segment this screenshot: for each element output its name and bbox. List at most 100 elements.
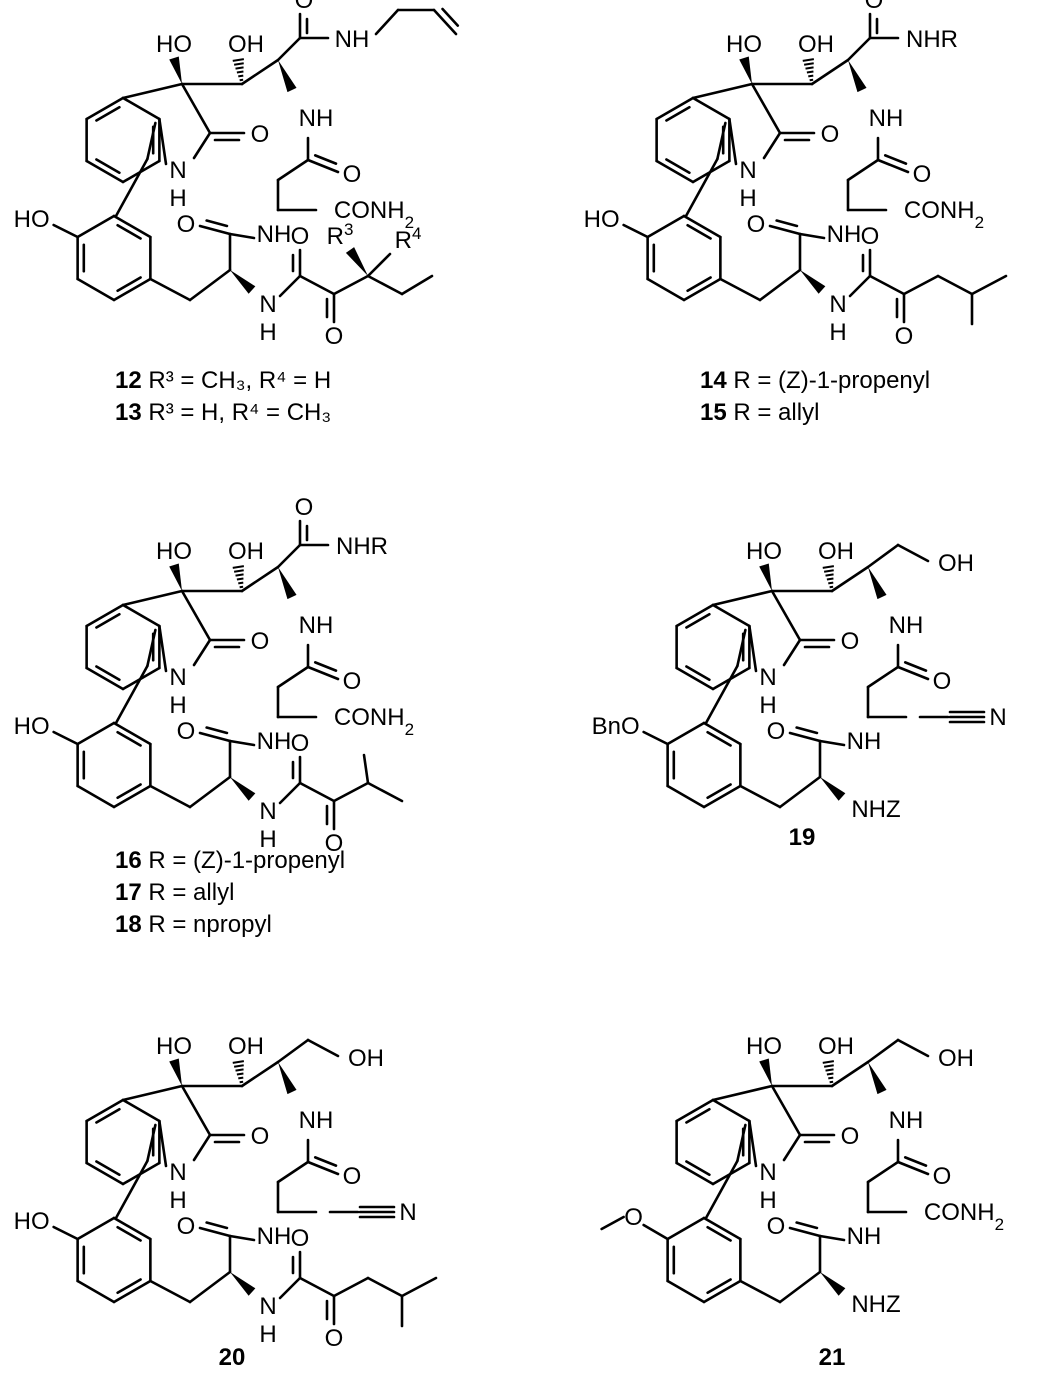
compound-number: 16 bbox=[115, 847, 142, 874]
bond bbox=[936, 274, 974, 296]
bond bbox=[121, 96, 161, 121]
aromatic-bond bbox=[706, 783, 732, 800]
bond bbox=[121, 82, 184, 100]
bond bbox=[666, 721, 706, 746]
bond bbox=[758, 268, 802, 302]
aromatic-bond bbox=[685, 665, 711, 682]
bond bbox=[810, 58, 850, 86]
aromatic-bond bbox=[706, 730, 732, 747]
bond bbox=[188, 1270, 232, 1304]
compound-number: 13 bbox=[115, 399, 142, 426]
bond bbox=[240, 58, 280, 86]
bond bbox=[739, 784, 782, 809]
acyl-n: N bbox=[259, 1293, 276, 1320]
compound-number: 18 bbox=[115, 911, 142, 938]
bond bbox=[642, 1223, 669, 1241]
keto-o-2: O bbox=[325, 323, 344, 350]
acyl-h: H bbox=[259, 826, 276, 853]
double-bond bbox=[883, 154, 908, 165]
amide-nhr: NHR bbox=[336, 533, 388, 560]
double-bond bbox=[313, 661, 338, 672]
c3-hydroxyl: HO bbox=[156, 31, 192, 58]
compound-definition: R = allyl bbox=[727, 399, 820, 426]
wedge-bond bbox=[278, 567, 297, 600]
bond bbox=[228, 1234, 256, 1242]
bond bbox=[114, 664, 149, 725]
keto-o-1: O bbox=[291, 223, 310, 250]
bond bbox=[85, 603, 125, 628]
backbone-carbonyl-o-2: O bbox=[767, 718, 786, 745]
bond bbox=[830, 565, 870, 593]
bond bbox=[711, 589, 774, 607]
oxindole-h: H bbox=[739, 185, 756, 212]
c3-hydroxyl: HO bbox=[746, 1033, 782, 1060]
bond bbox=[276, 543, 302, 569]
nitrile-n: N bbox=[399, 1199, 416, 1226]
backbone-carbonyl-o-2: O bbox=[747, 211, 766, 238]
bond bbox=[192, 1133, 212, 1162]
wedge-bond bbox=[739, 56, 752, 84]
bond bbox=[600, 1215, 625, 1231]
bond bbox=[682, 214, 722, 239]
bond bbox=[728, 117, 738, 166]
bond bbox=[682, 277, 722, 302]
backbone-nh-2: NH bbox=[257, 728, 292, 755]
caption-line: 18 R = npropyl bbox=[115, 911, 272, 938]
backbone-carbonyl-o-1: O bbox=[343, 668, 362, 695]
bond bbox=[52, 223, 79, 239]
acyl-h: H bbox=[259, 319, 276, 346]
aromatic-bond bbox=[95, 1107, 121, 1124]
aromatic-bond bbox=[686, 223, 712, 240]
bond bbox=[868, 274, 906, 296]
oxindole-n: N bbox=[169, 1159, 186, 1186]
amide-carbonyl-o: O bbox=[865, 0, 884, 14]
bond bbox=[366, 781, 404, 803]
bond bbox=[306, 1038, 340, 1058]
wedge-bond bbox=[759, 563, 772, 591]
keto-o-2: O bbox=[895, 323, 914, 350]
wedge-bond bbox=[169, 1058, 182, 1086]
bond bbox=[198, 224, 232, 236]
aromatic-bond bbox=[706, 1278, 732, 1295]
bond bbox=[675, 603, 715, 628]
bond bbox=[149, 784, 192, 809]
double-bond bbox=[205, 1221, 229, 1230]
hydroxymethyl-oh: OH bbox=[938, 1045, 974, 1072]
bond bbox=[276, 36, 302, 62]
amide-carbonyl-o: O bbox=[295, 0, 314, 14]
oxindole-h: H bbox=[759, 1187, 776, 1214]
aromatic-bond bbox=[686, 276, 712, 293]
compound-definition: R = (Z)-1-propenyl bbox=[142, 847, 345, 874]
bond bbox=[896, 665, 930, 681]
hashed-bond bbox=[822, 1060, 835, 1084]
bond bbox=[818, 1234, 846, 1242]
oxindole-carbonyl-o: O bbox=[821, 121, 840, 148]
bond bbox=[684, 157, 719, 218]
backbone-carbonyl-o-1: O bbox=[933, 1163, 952, 1190]
bond bbox=[158, 624, 168, 673]
compound-number: 12 bbox=[115, 367, 142, 394]
bond bbox=[666, 1216, 706, 1241]
bond bbox=[646, 277, 686, 302]
bond bbox=[276, 158, 310, 182]
carboxamide: CONH2 bbox=[334, 704, 414, 739]
compound-definition: R³ = H, R⁴ = CH₃ bbox=[142, 399, 331, 426]
aromatic-bond bbox=[685, 1107, 711, 1124]
bond bbox=[198, 1226, 232, 1238]
aromatic-bond bbox=[685, 1160, 711, 1177]
bond bbox=[112, 277, 152, 302]
double-bond bbox=[205, 726, 229, 735]
oxindole-n: N bbox=[759, 664, 776, 691]
bond bbox=[798, 232, 826, 240]
bond bbox=[846, 36, 872, 62]
bond bbox=[76, 1216, 116, 1241]
aromatic-bond bbox=[706, 1225, 732, 1242]
bond bbox=[306, 158, 340, 174]
compound-number: 21 bbox=[819, 1344, 846, 1371]
aromatic-bond bbox=[665, 105, 691, 122]
c3-hydroxyl: HO bbox=[746, 538, 782, 565]
aromatic-bond bbox=[116, 276, 142, 293]
hydroxymethyl-oh: OH bbox=[348, 1045, 384, 1072]
